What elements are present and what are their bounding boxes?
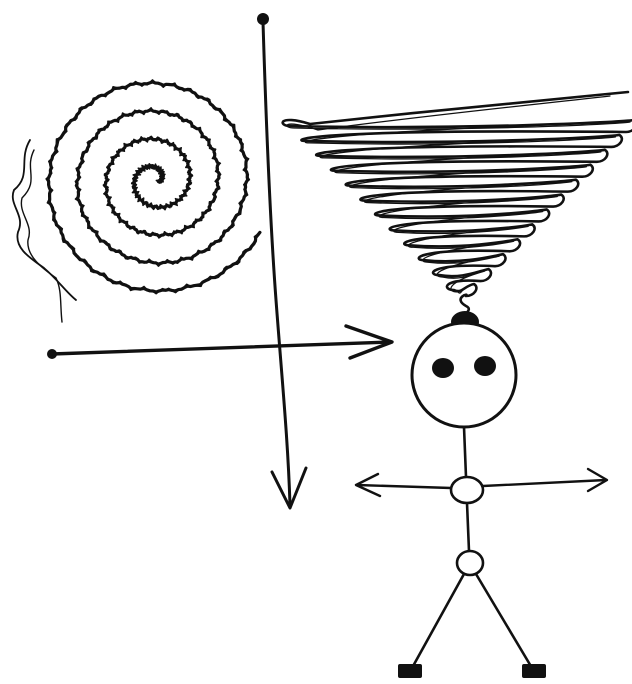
neck <box>464 427 466 477</box>
vertical-arrow-shaft <box>263 22 290 505</box>
torso <box>467 503 469 551</box>
horizontal-arrow-shaft <box>52 342 390 354</box>
right-arm <box>483 480 606 486</box>
stick-figure <box>356 311 607 678</box>
hip-circle <box>457 551 483 575</box>
left-eye <box>432 358 454 378</box>
spiral-tail-stroke-2 <box>21 150 62 322</box>
chest-circle <box>451 477 483 503</box>
right-leg <box>476 574 532 668</box>
zigzag-funnel <box>283 92 632 318</box>
horizontal-arrow <box>47 326 392 359</box>
spiral <box>13 80 260 322</box>
right-foot <box>522 664 546 678</box>
left-leg <box>412 574 464 668</box>
vertical-arrow <box>257 13 306 508</box>
right-eye <box>474 356 496 376</box>
left-arm <box>357 485 451 488</box>
spiral-tail-stroke <box>13 140 76 300</box>
head <box>412 323 516 427</box>
left-foot <box>398 664 422 678</box>
